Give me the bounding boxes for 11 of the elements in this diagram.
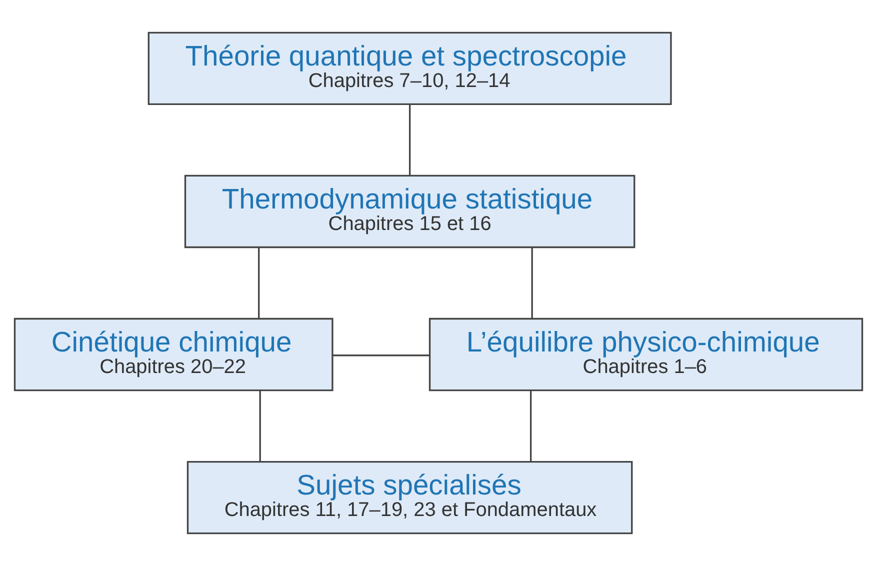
connector	[530, 390, 532, 461]
node-box: L’équilibre physico-chimique Chapitres 1–6	[428, 317, 864, 391]
connector	[259, 390, 261, 461]
connector	[531, 247, 533, 318]
node-box: Cinétique chimique Chapitres 20–22	[14, 317, 334, 391]
node-box: Théorie quantique et spectroscopie Chapitres 7–10, 12–14	[148, 31, 672, 105]
connector	[408, 104, 411, 175]
connector	[332, 354, 430, 356]
node-box: Sujets spécialisés Chapitres 11, 17–19, 23 et Fondamentaux	[186, 460, 633, 534]
node-box: Thermodynamique statistique Chapitres 15 et 16	[184, 174, 636, 248]
connector	[258, 247, 260, 318]
